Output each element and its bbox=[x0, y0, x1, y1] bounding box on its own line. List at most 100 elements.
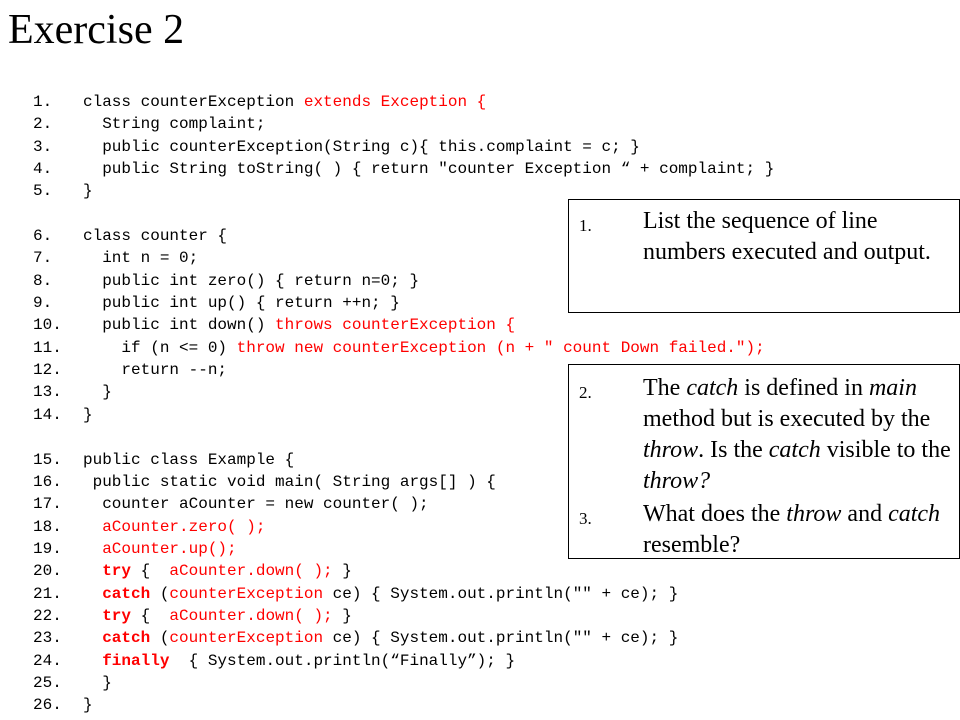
code-segment: extends Exception { bbox=[303, 93, 487, 111]
code-line: 9. public int up() { return ++n; } bbox=[33, 292, 774, 314]
code-segment: class counter { bbox=[83, 227, 228, 246]
code-segment: public int down() bbox=[83, 316, 276, 335]
code-segment: class counterException bbox=[83, 93, 304, 111]
code-line: 23. catch (counterException ce) { System… bbox=[33, 627, 774, 649]
code-line: 17. counter aCounter = new counter( ); bbox=[33, 493, 774, 515]
code-line: 13. } bbox=[33, 381, 774, 403]
code-line: 4. public String toString( ) { return "c… bbox=[33, 158, 774, 180]
code-line: 25. } bbox=[33, 672, 774, 694]
code-segment: if (n <= 0) bbox=[83, 338, 237, 357]
line-number: 17. bbox=[33, 495, 62, 514]
code-segment: try bbox=[102, 606, 132, 625]
code-segment bbox=[83, 629, 102, 647]
line-number: 15. bbox=[33, 450, 62, 469]
code-line: 26.} bbox=[33, 694, 774, 716]
code-line: 24. finally { System.out.println(“Finall… bbox=[33, 650, 774, 672]
code-segment: public class Example { bbox=[83, 450, 295, 469]
code-segment: ( bbox=[150, 584, 170, 603]
line-number: 4. bbox=[33, 160, 53, 179]
code-segment: aCounter.zero( ); bbox=[102, 517, 266, 536]
code-segment: catch bbox=[102, 629, 151, 648]
line-number: 19. bbox=[33, 539, 62, 558]
code-segment: finally bbox=[102, 651, 170, 670]
line-number: 11. bbox=[33, 338, 62, 357]
code-line: 1. class counterException extends Excepti… bbox=[33, 91, 774, 113]
code-segment bbox=[83, 562, 102, 580]
code-line: 6. class counter { bbox=[33, 225, 774, 247]
code-listing: 1. class counterException extends Excepti… bbox=[33, 91, 774, 717]
question-number: 1. bbox=[579, 216, 592, 235]
question-text-part: and bbox=[841, 501, 889, 527]
code-line: 3. public counterException(String c){ th… bbox=[33, 136, 774, 158]
code-segment: aCounter.up(); bbox=[102, 539, 237, 558]
line-number: 12. bbox=[33, 361, 62, 380]
code-segment: { System.out.println(“Finally”); } bbox=[169, 651, 516, 670]
code-segment: { bbox=[131, 606, 170, 625]
question-text-part: method but is executed by the bbox=[643, 406, 931, 432]
line-number: 9. bbox=[33, 294, 53, 313]
line-number: 3. bbox=[33, 137, 53, 156]
question-item: 2.The catch is defined in main method bu… bbox=[579, 373, 951, 497]
code-segment: try bbox=[102, 562, 132, 581]
line-number: 22. bbox=[33, 606, 62, 625]
question-text-part: List the sequence of line numbers execut… bbox=[643, 208, 931, 265]
question-text-italic: catch bbox=[768, 437, 821, 463]
code-line: 19. aCounter.up(); bbox=[33, 538, 774, 560]
line-number: 13. bbox=[33, 383, 62, 402]
code-segment: ( bbox=[150, 629, 170, 648]
code-segment: } bbox=[83, 696, 93, 715]
line-number: 14. bbox=[33, 405, 62, 424]
question-text: The catch is defined in main method but … bbox=[643, 373, 951, 497]
question-text-italic: catch bbox=[888, 501, 941, 527]
code-segment: } bbox=[332, 562, 352, 581]
line-number: 6. bbox=[33, 227, 53, 246]
code-segment: public int up() { return ++n; } bbox=[83, 294, 400, 313]
line-number: 18. bbox=[33, 517, 62, 536]
code-line: 22. try { aCounter.down( ); } bbox=[33, 605, 774, 627]
question-text-part: is defined in bbox=[738, 375, 869, 401]
code-line: 12. return --n; bbox=[33, 359, 774, 381]
code-line: 10. public int down() throws counterExce… bbox=[33, 314, 774, 336]
code-line: 15. public class Example { bbox=[33, 449, 774, 471]
question-item: 1. List the sequence of line numbers exec… bbox=[579, 206, 951, 268]
code-segment: public counterException(String c){ this.… bbox=[83, 137, 640, 156]
question-box-1: 1. List the sequence of line numbers exec… bbox=[568, 199, 960, 313]
code-segment: public static void main( String args[] )… bbox=[83, 472, 496, 491]
line-number: 1. bbox=[33, 93, 53, 111]
line-number: 23. bbox=[33, 629, 62, 648]
question-item: 3.What does the throw and catch resemble… bbox=[579, 499, 951, 561]
code-segment: } bbox=[83, 405, 93, 424]
question-text-italic: throw bbox=[643, 437, 699, 463]
line-number: 25. bbox=[33, 673, 62, 692]
code-segment: } bbox=[83, 383, 112, 402]
slide-title: Exercise 2 bbox=[8, 7, 185, 53]
code-segment: public int zero() { return n=0; } bbox=[83, 271, 420, 290]
code-segment: aCounter.down( ); bbox=[169, 562, 333, 581]
question-text-part: visible to the bbox=[820, 437, 951, 463]
code-line: 5.} bbox=[33, 180, 774, 202]
line-number: 8. bbox=[33, 271, 53, 290]
question-text-italic: main bbox=[868, 375, 917, 401]
code-segment: throw new counterException (n + " count … bbox=[236, 338, 765, 357]
code-segment: counterException bbox=[169, 584, 324, 603]
line-number: 20. bbox=[33, 562, 62, 581]
code-segment: counterException bbox=[169, 629, 324, 648]
code-segment bbox=[83, 607, 102, 625]
question-text-part: resemble? bbox=[643, 532, 741, 558]
question-text: List the sequence of line numbers execut… bbox=[643, 206, 951, 268]
code-line: 7. int n = 0; bbox=[33, 247, 774, 269]
line-number: 16. bbox=[33, 472, 62, 491]
code-segment: int n = 0; bbox=[83, 249, 199, 268]
code-line: 14.} bbox=[33, 404, 774, 426]
question-text-part: The bbox=[643, 375, 687, 401]
question-text-italic: catch bbox=[686, 375, 739, 401]
code-line: 18. aCounter.zero( ); bbox=[33, 516, 774, 538]
question-text-italic: throw bbox=[786, 501, 842, 527]
line-number: 10. bbox=[33, 316, 62, 335]
question-text-part: . Is the bbox=[698, 437, 769, 463]
question-text: What does the throw and catch resemble? bbox=[643, 499, 951, 561]
code-segment: ce) { System.out.println("" + ce); } bbox=[323, 584, 679, 603]
line-number: 21. bbox=[33, 584, 62, 603]
code-line: 2. String complaint; bbox=[33, 113, 774, 135]
code-segment bbox=[83, 540, 102, 558]
